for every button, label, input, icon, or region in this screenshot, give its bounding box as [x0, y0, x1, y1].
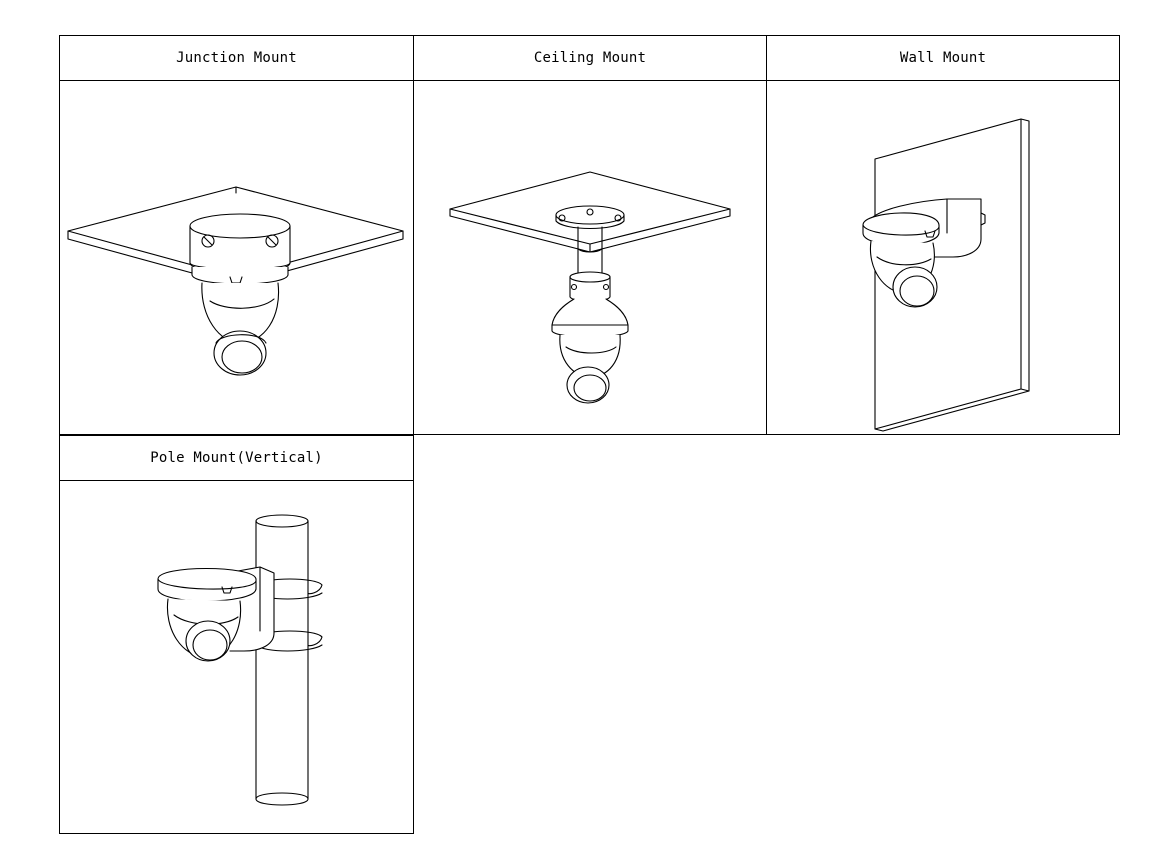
pole-mount-drawing: [60, 481, 413, 833]
mount-label-wall: Wall Mount: [767, 36, 1119, 81]
mount-cell-pole: Pole Mount(Vertical): [59, 435, 414, 834]
junction-mount-drawing: [60, 81, 413, 434]
wall-mount-drawing: [767, 81, 1119, 434]
mount-cell-wall: Wall Mount: [766, 35, 1120, 435]
ceiling-mount-drawing: [414, 81, 766, 434]
mount-label-junction: Junction Mount: [60, 36, 413, 81]
mount-label-pole: Pole Mount(Vertical): [60, 436, 413, 481]
mount-cell-ceiling: Ceiling Mount: [413, 35, 767, 435]
mount-label-ceiling: Ceiling Mount: [414, 36, 766, 81]
mount-cell-junction: Junction Mount: [59, 35, 414, 435]
